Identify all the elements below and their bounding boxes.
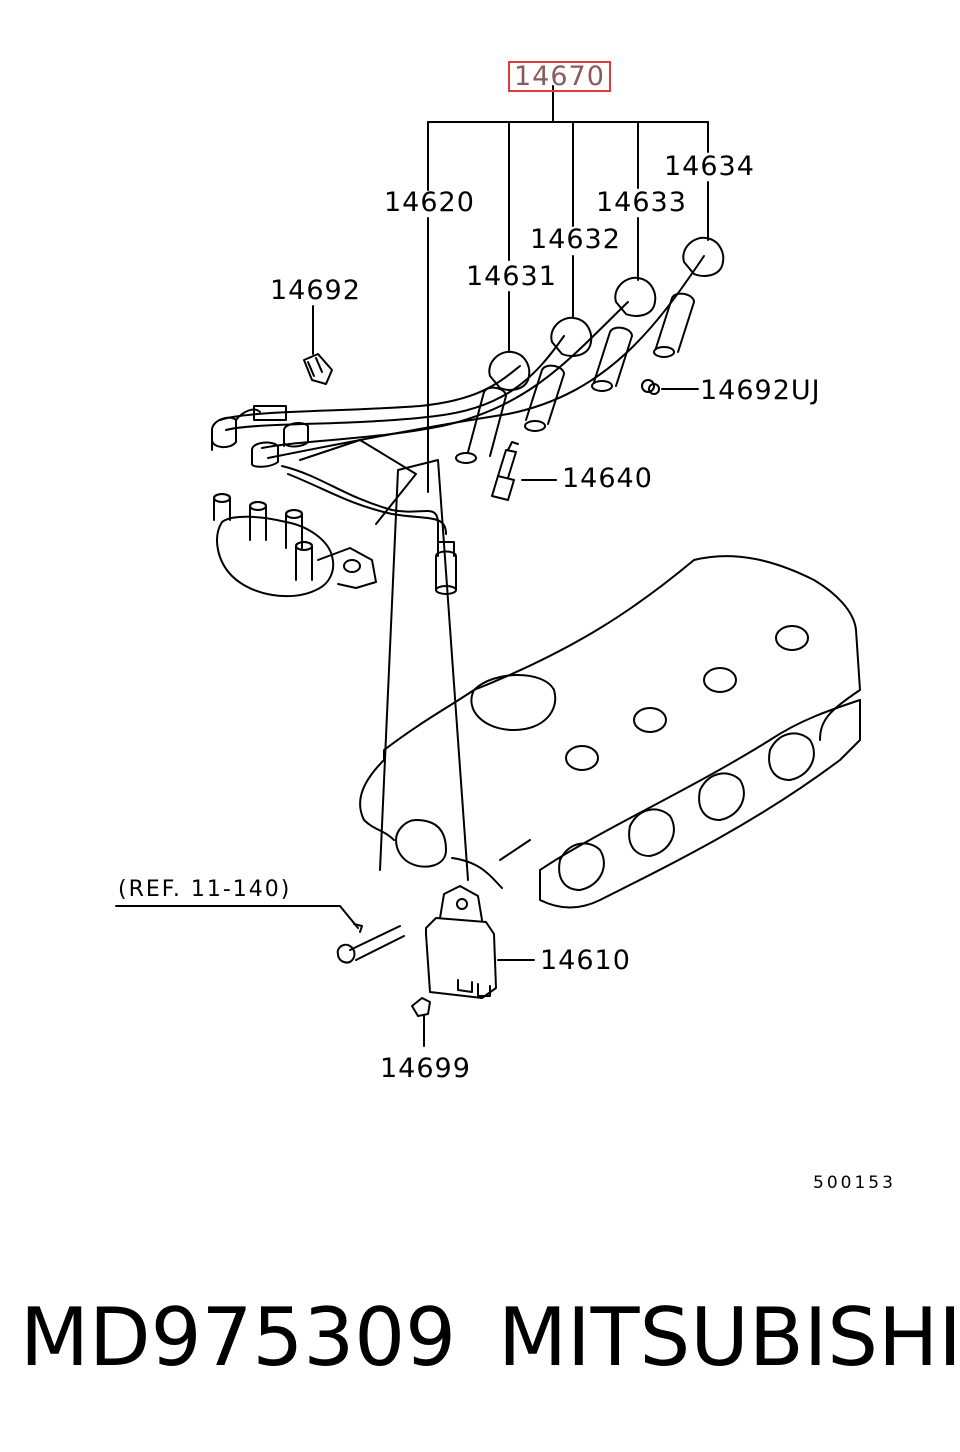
clip-label: 14692 <box>270 275 361 306</box>
distributor-cap <box>213 439 417 598</box>
wire-label-14634: 14634 <box>664 151 755 182</box>
wire-label-14633: 14633 <box>596 187 687 218</box>
clip-uj-label: 14692UJ <box>700 375 821 406</box>
small-bolt <box>411 997 431 1047</box>
clip-part <box>303 305 333 385</box>
plug-caps <box>455 236 725 464</box>
spark-plug-label: 14640 <box>562 463 653 494</box>
parts-diagram <box>115 85 861 1047</box>
ignition-coil <box>425 885 535 999</box>
ignition-coil-label: 14610 <box>540 945 631 976</box>
clip-uj-part <box>641 379 699 395</box>
harness-leader-lines <box>427 85 709 493</box>
reference-label: (REF. 11-140) <box>118 877 292 902</box>
bolt-label: 14699 <box>380 1053 471 1084</box>
diagram-code: 500153 <box>813 1173 896 1193</box>
wire-label-14620: 14620 <box>384 187 475 218</box>
cylinder-head <box>359 459 861 909</box>
long-bolt <box>115 905 405 964</box>
wire-label-14631: 14631 <box>466 261 557 292</box>
wire-label-14632: 14632 <box>530 224 621 255</box>
brand-name: MITSUBISHI <box>498 1291 960 1384</box>
part-number: MD975309 <box>20 1291 457 1384</box>
harness-label: 14670 <box>508 61 611 92</box>
spark-plug <box>491 441 557 501</box>
footer: MD975309 MITSUBISHI <box>0 1290 960 1400</box>
